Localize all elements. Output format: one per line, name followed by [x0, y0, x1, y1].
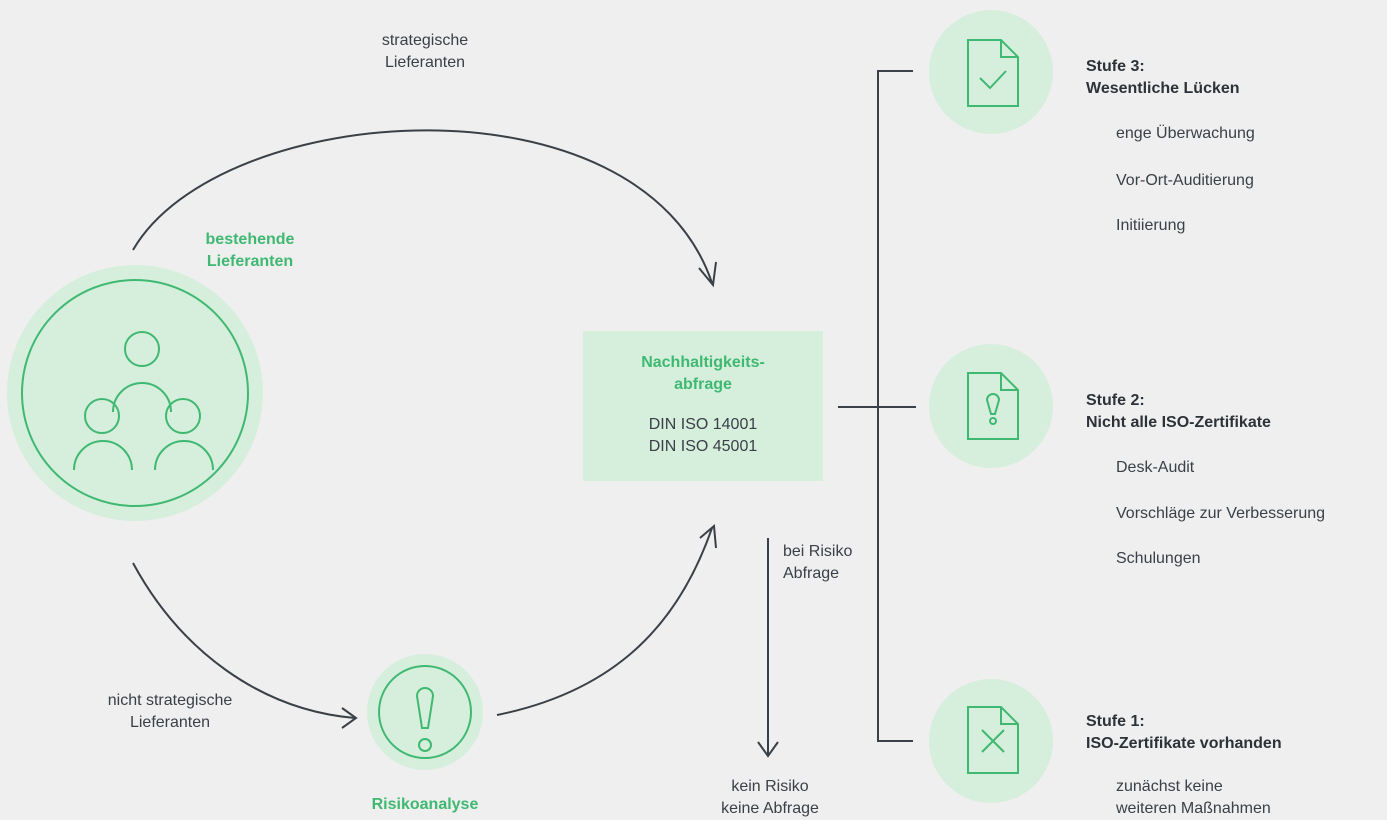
document-exclamation-icon: [967, 372, 1019, 440]
existing-suppliers-label: bestehende Lieferanten: [205, 231, 295, 270]
stage2-title: Stufe 2: Nicht alle ISO-Zertifikate: [1086, 392, 1271, 431]
sustainability-survey-box: [583, 331, 823, 481]
risk-analysis-label: Risikoanalyse: [371, 796, 479, 813]
survey-standard-14001: DIN ISO 14001: [648, 416, 758, 433]
flow-arrows: [132, 70, 916, 758]
risk-analysis-node: [367, 654, 483, 770]
people-group-icon: [73, 331, 214, 471]
stage2-item: Schulungen: [1116, 550, 1201, 567]
stage3-item: Initiierung: [1116, 217, 1186, 234]
document-check-icon: [967, 39, 1019, 107]
arrowhead-non-strategic: [341, 707, 358, 729]
non-strategic-suppliers-label: nicht strategische Lieferanten: [107, 692, 233, 731]
stage3-item: enge Überwachung: [1116, 125, 1255, 142]
arrow-strategic: [132, 129, 713, 284]
strategic-suppliers-label: strategische Lieferanten: [381, 32, 469, 71]
stage3-node: [929, 10, 1053, 134]
survey-standard-45001: DIN ISO 45001: [648, 438, 758, 455]
stage2-item: Vorschläge zur Verbesserung: [1116, 505, 1326, 522]
existing-suppliers-node: [7, 265, 263, 521]
stage1-item: zunächst keine weiteren Maßnahmen: [1116, 778, 1271, 817]
stage1-title: Stufe 1: ISO-Zertifikate vorhanden: [1086, 713, 1282, 752]
arrow-risk-to-survey: [496, 527, 713, 716]
survey-box-content: Nachhaltigkeits- abfrage DIN ISO 14001 D…: [583, 352, 823, 458]
survey-title-line1: Nachhaltigkeits-: [641, 354, 765, 371]
stage1-node: [929, 679, 1053, 803]
risk-yes-label: bei Risiko Abfrage: [783, 543, 853, 582]
exclamation-icon: [415, 687, 435, 752]
stage2-item: Desk-Audit: [1116, 459, 1195, 476]
survey-title-line2: abfrage: [674, 376, 732, 393]
document-x-icon: [967, 706, 1019, 774]
arrowhead-risk-to-survey: [699, 523, 717, 549]
stage2-node: [929, 344, 1053, 468]
stage3-item: Vor-Ort-Auditierung: [1116, 172, 1254, 189]
arrowhead-down: [757, 741, 779, 758]
arrowhead-strategic: [698, 261, 717, 288]
stage3-title: Stufe 3: Wesentliche Lücken: [1086, 58, 1240, 97]
arrow-non-strategic: [132, 562, 356, 719]
risk-no-label: kein Risiko keine Abfrage: [721, 778, 819, 817]
